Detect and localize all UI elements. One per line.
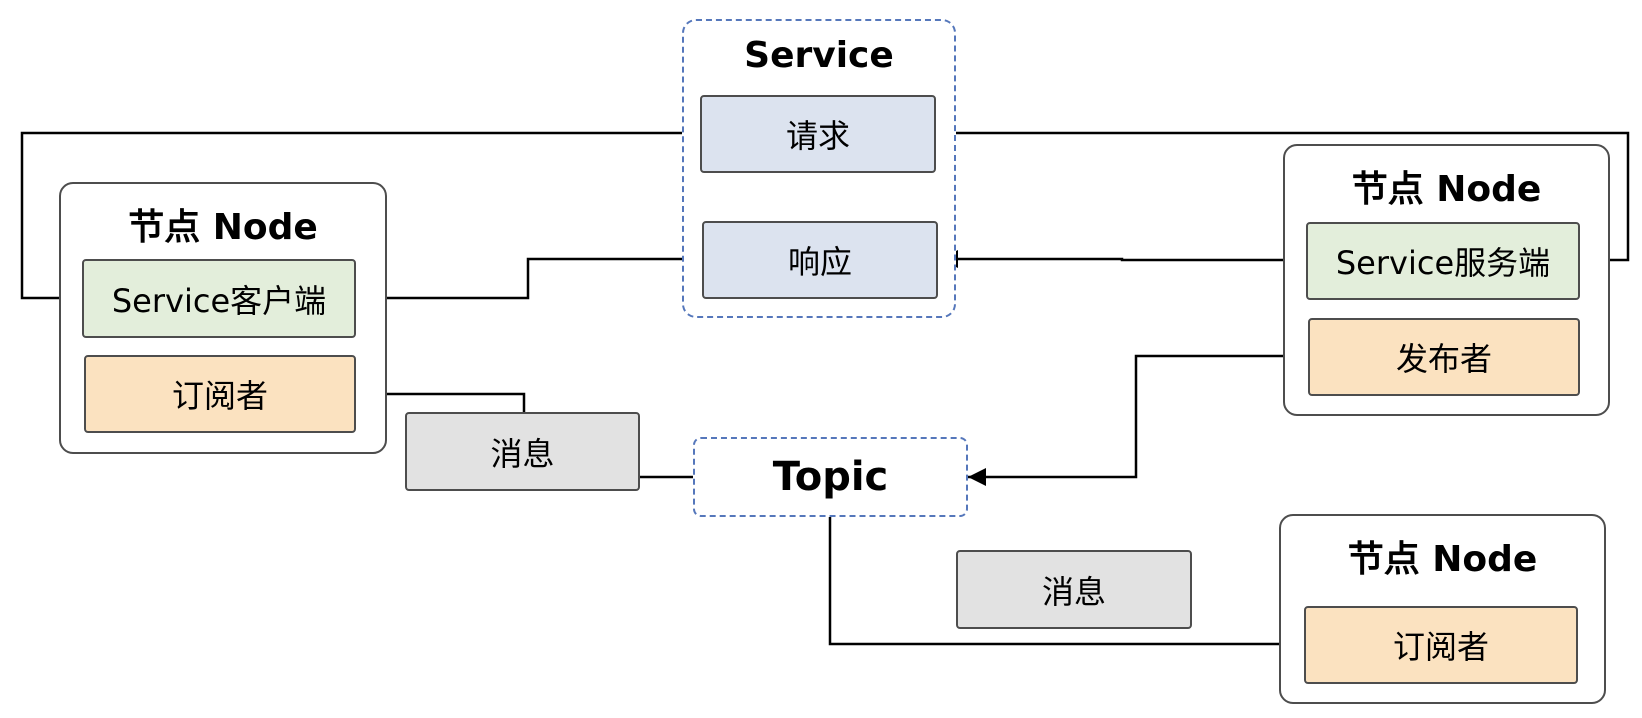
message-to-subscriber-arrow xyxy=(358,385,526,412)
response-to-client-arrow xyxy=(358,257,702,307)
left-subscriber-box[interactable]: 订阅者 xyxy=(84,355,356,433)
bottom-node-title: 节点 Node xyxy=(1347,539,1538,580)
response-box[interactable]: 响应 xyxy=(702,221,938,299)
topic-to-bottom-subscriber-arrow xyxy=(828,516,1302,653)
client-to-request-arrow xyxy=(20,124,700,300)
right-node-title: 节点 Node xyxy=(1351,169,1542,210)
service-server-box[interactable]: Service服务端 xyxy=(1306,222,1580,300)
publisher-to-topic-arrow xyxy=(968,354,1308,486)
service-title: Service xyxy=(744,35,894,76)
topic-box[interactable]: Topic xyxy=(693,437,968,517)
server-to-response-arrow xyxy=(940,250,1308,268)
message-box-bottom[interactable]: 消息 xyxy=(956,550,1192,629)
bottom-subscriber-box[interactable]: 订阅者 xyxy=(1304,606,1578,684)
left-node-title: 节点 Node xyxy=(128,207,318,248)
service-client-box[interactable]: Service客户端 xyxy=(82,259,356,338)
request-box[interactable]: 请求 xyxy=(700,95,936,173)
publisher-box[interactable]: 发布者 xyxy=(1308,318,1580,396)
message-box-left[interactable]: 消息 xyxy=(405,412,640,491)
